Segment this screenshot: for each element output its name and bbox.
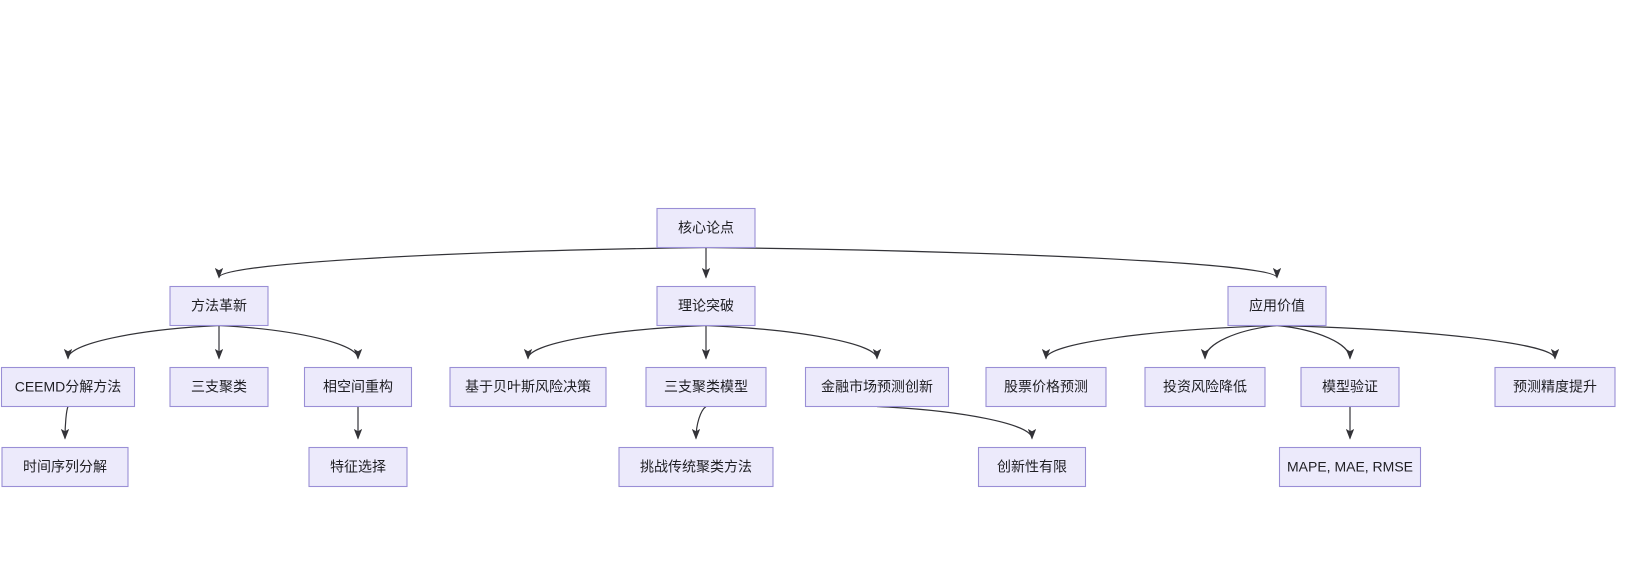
node-box-tsdecomp[interactable] [1,446,129,488]
node-finance[interactable]: 金融市场预测创新 [804,366,950,408]
node-label-validate: 模型验证 [1322,379,1378,395]
node-challenge[interactable]: 挑战传统聚类方法 [618,446,774,488]
edge-theory-to-finance [705,324,882,360]
node-label-method: 方法革新 [191,298,247,314]
node-accuracy[interactable]: 预测精度提升 [1494,366,1616,408]
node-phase[interactable]: 相空间重构 [303,366,413,408]
node-box-ceemd[interactable] [0,366,136,408]
node-box-metrics[interactable] [1278,446,1422,488]
node-label-tsdecomp: 时间序列分解 [23,459,107,475]
node-label-challenge: 挑战传统聚类方法 [640,459,752,475]
node-label-riskdown: 投资风险降低 [1163,379,1247,395]
node-label-metrics: MAPE, MAE, RMSE [1287,459,1413,475]
edge-application-to-stock [1041,324,1278,360]
edge-application-to-accuracy [1276,324,1560,360]
node-label-featsel: 特征选择 [330,459,386,475]
node-box-featsel[interactable] [308,446,408,488]
node-box-threeway[interactable] [169,366,269,408]
node-label-root: 核心论点 [678,220,734,236]
node-box-threemodel[interactable] [645,366,767,408]
node-featsel[interactable]: 特征选择 [308,446,408,488]
node-label-theory: 理论突破 [678,298,734,314]
node-label-accuracy: 预测精度提升 [1513,379,1597,395]
node-box-phase[interactable] [303,366,413,408]
node-threemodel[interactable]: 三支聚类模型 [645,366,767,408]
node-label-ceemd: CEEMD分解方法 [15,379,122,395]
node-bayes[interactable]: 基于贝叶斯风险决策 [449,366,607,408]
edge-method-to-phase [218,324,363,360]
node-box-limited[interactable] [977,446,1087,488]
node-ceemd[interactable]: CEEMD分解方法 [0,366,136,408]
edge-finance-to-limited [876,405,1037,440]
node-label-bayes: 基于贝叶斯风险决策 [465,379,591,395]
edge-root-to-application [705,246,1282,279]
edge-threemodel-to-challenge [691,406,707,440]
node-label-application: 应用价值 [1249,298,1305,314]
edge-application-to-validate [1276,324,1355,360]
node-box-stock[interactable] [985,366,1107,408]
node-stock[interactable]: 股票价格预测 [985,366,1107,408]
node-metrics[interactable]: MAPE, MAE, RMSE [1278,446,1422,488]
node-box-challenge[interactable] [618,446,774,488]
node-label-limited: 创新性有限 [997,459,1067,475]
edge-ceemd-to-tsdecomp [60,406,70,440]
node-theory[interactable]: 理论突破 [656,285,756,327]
node-label-finance: 金融市场预测创新 [821,379,933,395]
node-threeway[interactable]: 三支聚类 [169,366,269,408]
edge-method-to-ceemd [63,324,220,360]
node-validate[interactable]: 模型验证 [1300,366,1400,408]
edge-theory-to-bayes [523,324,707,360]
node-box-validate[interactable] [1300,366,1400,408]
node-label-stock: 股票价格预测 [1004,379,1088,395]
edge-root-to-method [214,246,707,279]
node-riskdown[interactable]: 投资风险降低 [1144,366,1266,408]
node-method[interactable]: 方法革新 [169,285,269,327]
node-box-accuracy[interactable] [1494,366,1616,408]
node-box-method[interactable] [169,285,269,327]
node-box-root[interactable] [656,207,756,249]
node-label-threemodel: 三支聚类模型 [664,379,748,395]
node-box-bayes[interactable] [449,366,607,408]
node-label-phase: 相空间重构 [323,379,393,395]
node-box-theory[interactable] [656,285,756,327]
node-box-finance[interactable] [804,366,950,408]
node-box-application[interactable] [1227,285,1327,327]
edge-application-to-riskdown [1200,324,1278,360]
node-root[interactable]: 核心论点 [656,207,756,249]
edges-layer [60,246,1560,440]
node-tsdecomp[interactable]: 时间序列分解 [1,446,129,488]
node-box-riskdown[interactable] [1144,366,1266,408]
node-label-threeway: 三支聚类 [191,379,247,395]
node-application[interactable]: 应用价值 [1227,285,1327,327]
node-limited[interactable]: 创新性有限 [977,446,1087,488]
